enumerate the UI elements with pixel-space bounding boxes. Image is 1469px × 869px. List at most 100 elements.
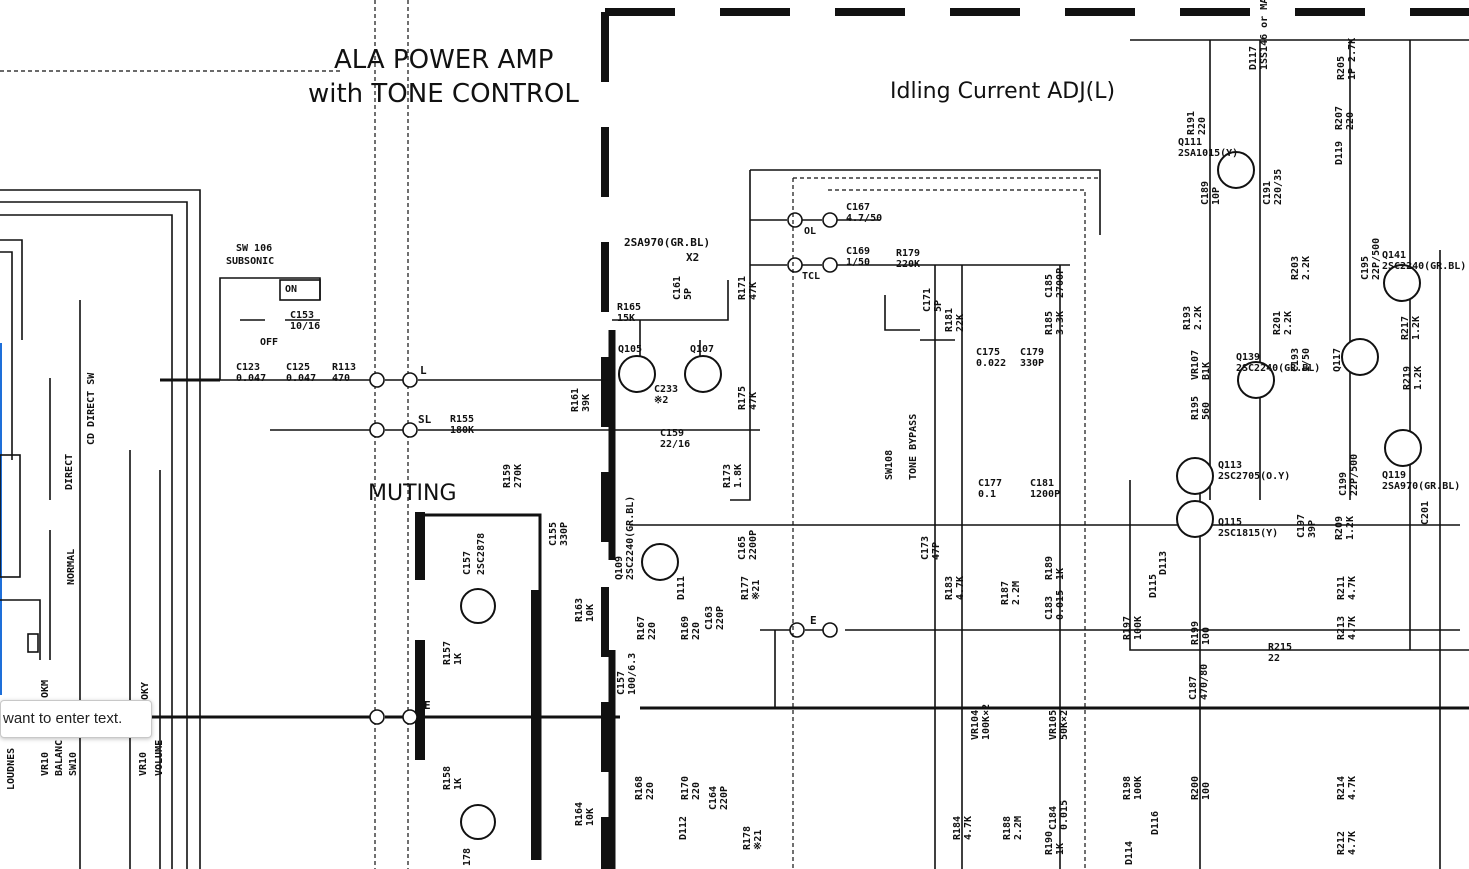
- component-ref: R181: [944, 308, 955, 332]
- component-ref: R205: [1336, 56, 1347, 80]
- node-ol: OL: [804, 226, 816, 237]
- component-value: 1/50: [1301, 348, 1312, 372]
- component-ref: C184: [1048, 806, 1059, 830]
- component-ref: C159: [660, 428, 684, 439]
- output-rails: [1130, 39, 1469, 869]
- component-value: 4.7K: [1347, 616, 1358, 640]
- component-ref: R177: [740, 576, 751, 600]
- component-ref: R185: [1044, 311, 1055, 335]
- component-value: 1/50: [846, 257, 870, 268]
- component-ref: R170: [680, 776, 691, 800]
- normal-label: NORMAL: [66, 549, 77, 585]
- component-value: 2SC2705(O.Y): [1218, 471, 1290, 482]
- component-ref: R197: [1122, 616, 1133, 640]
- component-ref: R163: [574, 598, 585, 622]
- component-ref: R187: [1000, 581, 1011, 605]
- component-ref: R211: [1336, 576, 1347, 600]
- component-value: 2.2K: [1283, 311, 1294, 335]
- component-value: 470: [332, 373, 350, 384]
- component-value: 220: [691, 782, 702, 800]
- node-e2: E: [810, 614, 817, 627]
- wire: [0, 201, 188, 869]
- pair-qty: X2: [686, 251, 699, 264]
- e-wire: [760, 629, 1460, 708]
- component-ref: R184: [952, 816, 963, 840]
- sw106-name: SUBSONIC: [226, 256, 274, 267]
- component-ref: D113: [1158, 551, 1169, 575]
- component-value: 4.7K: [1347, 831, 1358, 855]
- sw106-wiring: [219, 277, 321, 380]
- component-labels: C15310/16C1230.047C1250.047R113470R15518…: [236, 0, 1466, 865]
- q119-transistor: [1384, 429, 1422, 467]
- component-ref: R199: [1190, 621, 1201, 645]
- component-value: 1K: [1055, 568, 1066, 580]
- terminal-e2: [402, 709, 418, 725]
- top-loop-wire: [730, 169, 1101, 501]
- component-ref: R200: [1190, 776, 1201, 800]
- q107-transistor: [684, 355, 722, 393]
- vr10b-label: VR10: [138, 752, 149, 776]
- component-ref: R113: [332, 362, 356, 373]
- component-ref: R169: [680, 616, 691, 640]
- component-value: 5P: [683, 288, 694, 300]
- component-value: 180K: [450, 425, 474, 436]
- component-value: 220/35: [1273, 169, 1284, 205]
- component-value: 100/6.3: [627, 653, 638, 695]
- q115-transistor: [1176, 500, 1214, 538]
- component-ref: D116: [1150, 811, 1161, 835]
- component-ref: Q111: [1178, 137, 1202, 148]
- component-value: 1.8K: [733, 464, 744, 488]
- oky-label: OKY: [140, 682, 151, 700]
- component-ref: R217: [1400, 316, 1411, 340]
- wire: [0, 214, 173, 869]
- component-ref: C181: [1030, 478, 1054, 489]
- tone-bypass-label: TONE BYPASS: [908, 414, 919, 480]
- component-ref: R193: [1182, 306, 1193, 330]
- component-ref: C193: [1290, 348, 1301, 372]
- component-ref: C179: [1020, 347, 1044, 358]
- component-value: 39K: [581, 394, 592, 412]
- component-ref: C177: [978, 478, 1002, 489]
- volume-label: VOLUME: [154, 740, 165, 776]
- q139-transistor: [1237, 361, 1275, 399]
- component-ref: C233: [654, 384, 678, 395]
- component-ref: R159: [502, 464, 513, 488]
- q138-value: 178: [462, 848, 473, 866]
- component-ref: C125: [286, 362, 310, 373]
- component-ref: R198: [1122, 776, 1133, 800]
- terminal-e1: [369, 709, 385, 725]
- component-ref: R212: [1336, 831, 1347, 855]
- direct-label: DIRECT: [64, 454, 75, 490]
- component-ref: R191: [1186, 111, 1197, 135]
- component-ref: Q113: [1218, 460, 1242, 471]
- node-tcl: TCL: [802, 271, 820, 282]
- terminal-sl1: [369, 422, 385, 438]
- component-value: 100K: [1133, 776, 1144, 800]
- terminal-l2: [402, 372, 418, 388]
- resistor-box: [27, 633, 39, 653]
- box: [0, 454, 21, 578]
- terminal-tcl: [787, 257, 803, 273]
- q111-transistor: [1217, 151, 1255, 189]
- component-value: 10K: [585, 604, 596, 622]
- component-ref: C185: [1044, 274, 1055, 298]
- component-value: 1K: [453, 778, 464, 790]
- component-value: 47K: [748, 282, 759, 300]
- component-value: 1200P: [1030, 489, 1060, 500]
- terminal-l1: [369, 372, 385, 388]
- component-ref: R201: [1272, 311, 1283, 335]
- balance-label: BALANC: [54, 740, 65, 776]
- title-line1: ALA POWER AMP: [334, 45, 553, 75]
- output-wires: [1129, 480, 1469, 869]
- component-ref: R158: [442, 766, 453, 790]
- component-value: 1SS146 or MA185: [1259, 0, 1270, 70]
- component-ref: C183: [1044, 596, 1055, 620]
- component-ref: R171: [737, 276, 748, 300]
- component-value: 47P: [931, 542, 942, 560]
- component-ref: Q139: [1236, 352, 1260, 363]
- terminal-e4: [822, 622, 838, 638]
- idling-label: Idling Current ADJ(L): [890, 79, 1115, 104]
- component-ref: C199: [1338, 472, 1349, 496]
- component-value: 0.015: [1059, 800, 1070, 830]
- component-ref: C171: [922, 288, 933, 312]
